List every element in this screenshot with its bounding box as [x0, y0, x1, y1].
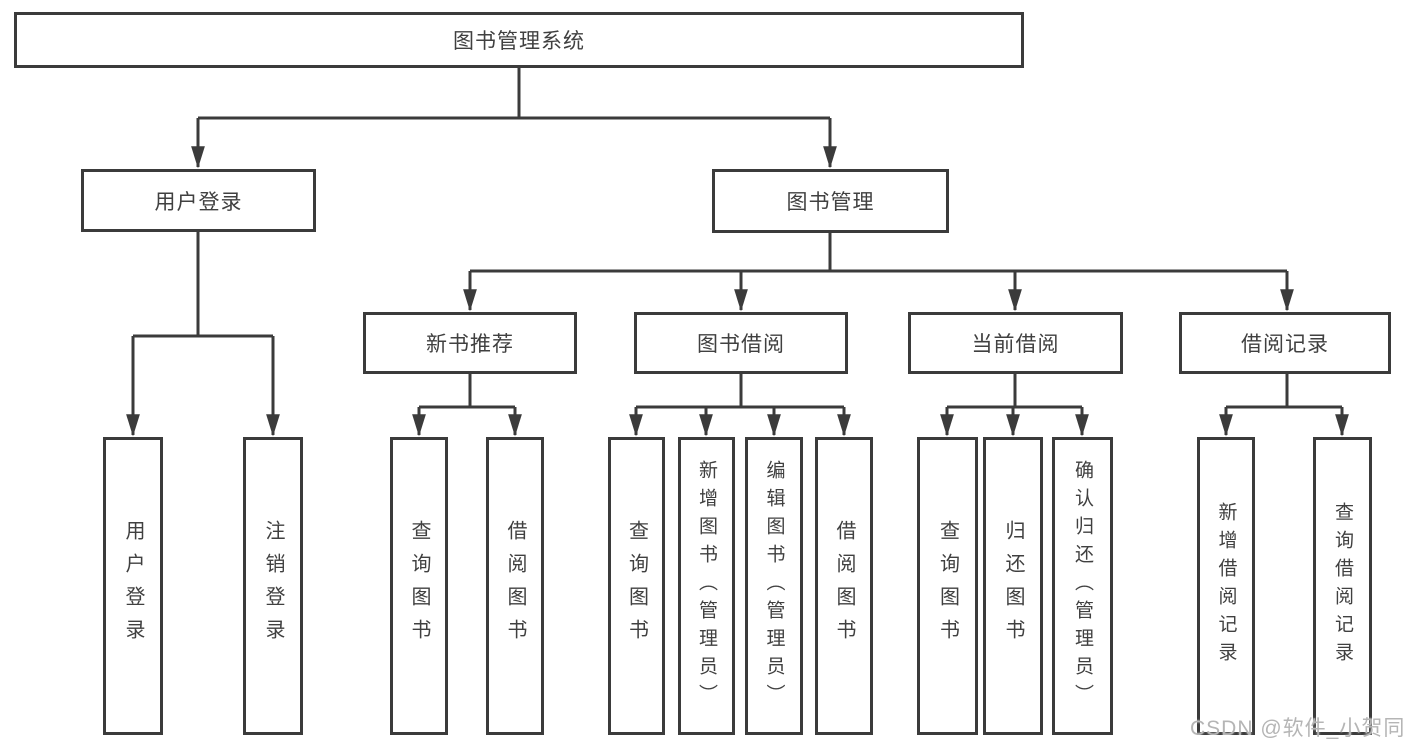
leaf-query-borrow-record: 查询借阅记录	[1313, 437, 1372, 735]
node-current-borrowing-label: 当前借阅	[971, 333, 1060, 356]
csdn-watermark: CSDN @软件_小贺同学	[1190, 717, 1405, 740]
leaf-user-login: 用户登录	[103, 437, 163, 735]
leaf-query-books-recommend-label: 查询图书	[408, 520, 430, 652]
node-book-borrowing-label: 图书借阅	[697, 333, 785, 356]
leaf-borrow-books-label: 借阅图书	[833, 520, 855, 652]
node-user-login-label: 用户登录	[154, 190, 243, 214]
leaf-borrow-books-recommend: 借阅图书	[486, 437, 544, 735]
leaf-confirm-return-admin: 确认归还（管理员）	[1052, 437, 1113, 735]
leaf-edit-books-admin-label: 编辑图书（管理员）	[763, 460, 785, 712]
leaf-return-books-label: 归还图书	[1002, 520, 1024, 652]
node-book-borrowing: 图书借阅	[634, 312, 848, 374]
node-borrowing-records-label: 借阅记录	[1241, 333, 1329, 356]
leaf-query-books-borrow-label: 查询图书	[625, 520, 648, 652]
leaf-user-login-label: 用户登录	[122, 520, 144, 652]
leaf-add-borrow-record: 新增借阅记录	[1197, 437, 1255, 735]
leaf-confirm-return-admin-label: 确认归还（管理员）	[1072, 460, 1093, 712]
leaf-logout: 注销登录	[243, 437, 303, 735]
leaf-query-books-current: 查询图书	[917, 437, 978, 735]
leaf-add-borrow-record-label: 新增借阅记录	[1215, 502, 1237, 670]
leaf-query-books-current-label: 查询图书	[936, 520, 959, 652]
node-book-management: 图书管理	[712, 169, 949, 233]
leaf-query-books-recommend: 查询图书	[390, 437, 448, 735]
leaf-borrow-books-recommend-label: 借阅图书	[504, 520, 526, 652]
node-root-system: 图书管理系统	[14, 12, 1024, 68]
connector-bars	[133, 68, 1342, 409]
leaf-query-borrow-record-label: 查询借阅记录	[1332, 502, 1353, 670]
node-current-borrowing: 当前借阅	[908, 312, 1123, 374]
node-book-management-label: 图书管理	[786, 191, 875, 214]
node-borrowing-records: 借阅记录	[1179, 312, 1391, 374]
node-new-book-recommend: 新书推荐	[363, 312, 577, 374]
leaf-logout-label: 注销登录	[262, 520, 284, 652]
node-new-book-recommend-label: 新书推荐	[426, 333, 514, 356]
leaf-return-books: 归还图书	[983, 437, 1043, 735]
leaf-edit-books-admin: 编辑图书（管理员）	[745, 437, 803, 735]
leaf-add-books-admin: 新增图书（管理员）	[678, 437, 735, 735]
node-root-system-label: 图书管理系统	[453, 30, 585, 53]
node-user-login: 用户登录	[81, 169, 316, 232]
leaf-add-books-admin-label: 新增图书（管理员）	[696, 460, 717, 712]
leaf-query-books-borrow: 查询图书	[608, 437, 665, 735]
leaf-borrow-books: 借阅图书	[815, 437, 873, 735]
